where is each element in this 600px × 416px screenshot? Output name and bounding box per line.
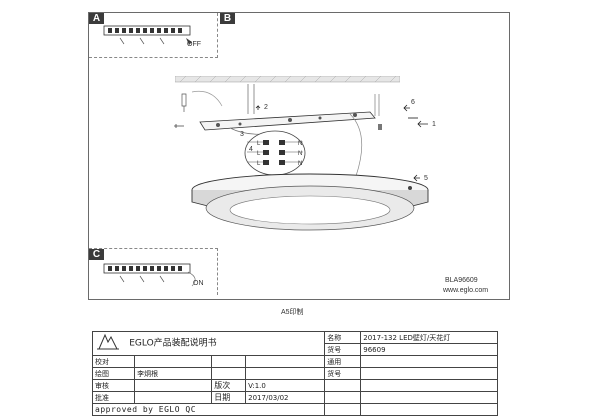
code-value: 96609: [360, 343, 498, 356]
switch-diagram-c: [103, 263, 196, 287]
callout-3: 3: [240, 131, 244, 138]
callout-5: 5: [424, 175, 428, 182]
terminal-label-l1: L: [257, 141, 261, 147]
row1-mid-label: [211, 355, 247, 368]
drawing-sheet: [88, 12, 510, 300]
off-label: OFF: [187, 41, 201, 48]
row2-mid-label: [211, 367, 247, 380]
model-code: BLA96609: [445, 277, 478, 284]
row2-value: 李炯根: [134, 367, 213, 380]
title-block-table: EGLO产品装配说明书 名称 2017-132 LED壁灯/天花灯 货号 966…: [91, 331, 498, 416]
terminal-label-l3: L: [257, 161, 261, 167]
panel-a-label: A: [89, 13, 104, 24]
row3-value: [134, 379, 213, 392]
approved-line: approved by EGLO QC: [91, 403, 326, 416]
row5-right-label: [324, 403, 362, 416]
switch-diagram-ab: [103, 25, 192, 45]
panel-c-frame: [89, 248, 218, 295]
terminal-label-n1: N: [298, 141, 303, 147]
brand-title: EGLO产品装配说明书: [129, 338, 217, 349]
website: www.eglo.com: [443, 287, 489, 294]
ceiling-hatch: [175, 76, 400, 83]
eglo-logo-icon: [95, 333, 121, 354]
panel-ab-frame: [89, 13, 218, 58]
brand-cell: EGLO产品装配说明书: [91, 331, 326, 356]
lamp-body-drawing: [191, 173, 429, 231]
name-value: 2017-132 LED壁灯/天花灯: [360, 331, 498, 344]
panel-b-label: B: [220, 13, 235, 24]
row3-right-value: [360, 379, 498, 392]
terminal-label-l2: L: [257, 151, 261, 157]
panel-c-label: C: [89, 249, 104, 260]
row1-label: 校对: [91, 355, 136, 368]
row1-value: [134, 355, 213, 368]
common-value: [360, 355, 498, 368]
row2-mid-value: [245, 367, 326, 380]
row4-label: 批准: [91, 391, 136, 404]
row4-right-label: [324, 391, 362, 404]
terminal-label-n2: N: [298, 151, 303, 157]
row2-label: 绘图: [91, 367, 136, 380]
terminal-label-n3: N: [298, 161, 303, 167]
callout-4: 4: [249, 146, 253, 153]
row1-mid-value: [245, 355, 326, 368]
revision-value: V:1.0: [245, 379, 326, 392]
row4-value: [134, 391, 213, 404]
revision-label: 版次: [211, 379, 247, 392]
date-value: 2017/03/02: [245, 391, 326, 404]
row3-label: 审核: [91, 379, 136, 392]
callout-6: 6: [411, 99, 415, 106]
mounting-bracket-drawing: [174, 84, 418, 177]
callout-arrows: [255, 104, 428, 182]
name-label: 名称: [324, 331, 362, 344]
code-label: 货号: [324, 343, 362, 356]
common-label: 通用: [324, 355, 362, 368]
common2-value: [360, 367, 498, 380]
common2-label: 货号: [324, 367, 362, 380]
row5-right-value: [360, 403, 498, 416]
callout-1: 1: [432, 121, 436, 128]
print-size-label: A5印制: [281, 309, 304, 316]
on-label: ON: [193, 280, 204, 287]
row3-right-label: [324, 379, 362, 392]
date-label: 日期: [211, 391, 247, 404]
row4-right-value: [360, 391, 498, 404]
callout-2: 2: [264, 104, 268, 111]
